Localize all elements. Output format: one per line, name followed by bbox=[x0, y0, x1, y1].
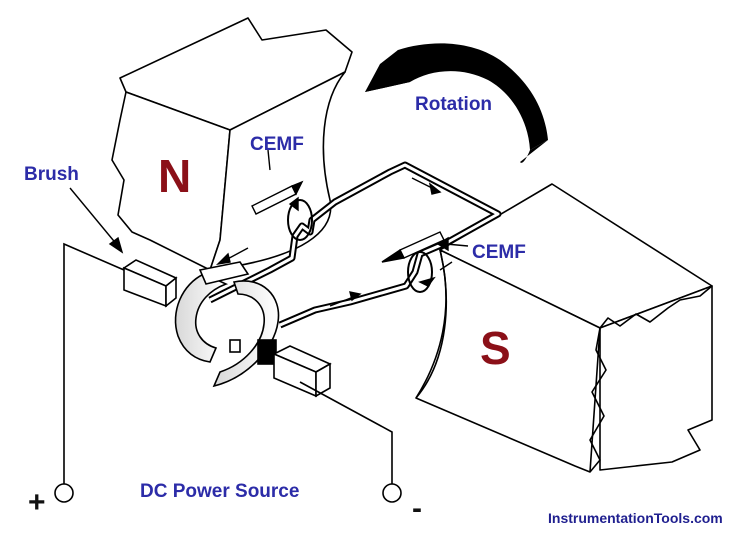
cemf-arrow-top bbox=[251, 180, 313, 241]
south-pole-label: S bbox=[480, 322, 511, 374]
supply-wires bbox=[63, 242, 393, 484]
power-source-label: DC Power Source bbox=[140, 481, 299, 502]
terminals bbox=[54, 483, 402, 503]
brush-label: Brush bbox=[24, 164, 79, 185]
negative-terminal-circle bbox=[382, 483, 402, 503]
commutator bbox=[174, 261, 280, 388]
south-magnet bbox=[415, 183, 713, 473]
leader-lines bbox=[69, 149, 469, 254]
cemf-label-top: CEMF bbox=[250, 134, 304, 155]
watermark: InstrumentationTools.com bbox=[548, 510, 723, 526]
north-magnet bbox=[111, 17, 353, 271]
cemf-label-right: CEMF bbox=[472, 242, 526, 263]
negative-terminal-label: - bbox=[412, 492, 422, 525]
rotation-label: Rotation bbox=[415, 94, 492, 115]
positive-terminal-label: + bbox=[28, 486, 46, 519]
brush-lower bbox=[257, 339, 332, 398]
cemf-arrow-right bbox=[381, 231, 445, 293]
armature-coil bbox=[208, 161, 502, 329]
rotation-arrow bbox=[365, 43, 548, 163]
positive-terminal-circle bbox=[54, 483, 74, 503]
north-pole-label: N bbox=[158, 150, 191, 202]
current-arrows bbox=[215, 177, 453, 307]
brush-upper bbox=[122, 259, 178, 308]
